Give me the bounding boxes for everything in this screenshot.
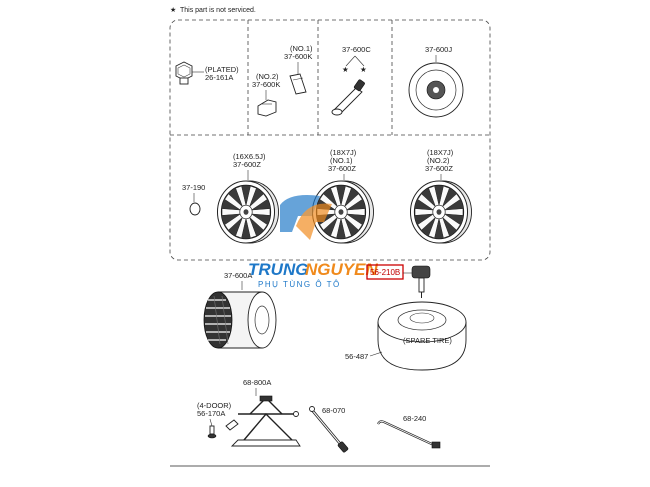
label-56-210b: 56-210B (370, 268, 400, 277)
spare-tire-icon (377, 301, 467, 371)
alloy-wheel-18in-no2-icon (409, 180, 472, 244)
label-plated: (PLATED) (205, 65, 239, 74)
label-wheel3-part: 37-600Z (425, 164, 453, 173)
label-26-161a: 26-161A (205, 73, 233, 82)
label-wheel2-no: (NO.1) (330, 156, 353, 165)
label-68-800a: 68-800A (243, 378, 271, 387)
label-wheel2-part: 37-600Z (328, 164, 356, 173)
watermark-brand-b: NGUYEN (305, 260, 378, 279)
jack-handle-icon (377, 420, 441, 449)
label-wheel3-no: (NO.2) (427, 156, 450, 165)
tire-icon (203, 291, 277, 349)
spare-wheel-icon (408, 62, 464, 118)
label-56-170a: 56-170A (197, 409, 225, 418)
valve-star-icon-2: ★ (360, 65, 367, 74)
label-spare-tire: (SPARE TIRE) (403, 336, 452, 345)
label-37-600k-no1: 37-600K (284, 52, 312, 61)
label-68-070: 68-070 (322, 406, 345, 415)
label-no2-a: (NO.2) (256, 72, 279, 81)
tire-valve-icon (331, 79, 365, 116)
balance-weight-no1-icon (289, 73, 307, 95)
label-wheel2-size: (18X7J) (330, 148, 357, 157)
label-wheel1-part: 37-600Z (233, 160, 261, 169)
balance-weight-no2-icon (257, 99, 277, 117)
valve-star-icon-1: ★ (342, 65, 349, 74)
bolt-icon (207, 425, 217, 439)
label-37-600k-no2: 37-600K (252, 80, 280, 89)
label-68-240: 68-240 (403, 414, 426, 423)
alloy-wheel-16in-icon (216, 180, 279, 244)
label-37-600a: 37-600A (224, 271, 252, 280)
center-cap-icon (189, 202, 201, 216)
highlight-box-56-210b (366, 264, 404, 280)
label-wheel1-size: (16X6.5J) (233, 152, 266, 161)
watermark-logo (280, 195, 332, 240)
not-serviced-star-icon: ★ (170, 6, 176, 14)
label-37-600c: 37-600C (342, 45, 371, 54)
label-37-190: 37-190 (182, 183, 205, 192)
label-37-600j: 37-600J (425, 45, 452, 54)
not-serviced-note: This part is not serviced. (180, 7, 256, 14)
jack-icon (225, 395, 301, 447)
spare-tire-clamp-icon (411, 265, 431, 298)
wheel-group-outline (169, 19, 491, 261)
lug-wrench-icon (309, 406, 349, 453)
label-no1-a: (NO.1) (290, 44, 313, 53)
label-4-door: (4-DOOR) (197, 401, 232, 410)
watermark-brand-a: TRUNG (248, 260, 308, 279)
label-wheel3-size: (18X7J) (427, 148, 454, 157)
label-56-487: 56-487 (345, 352, 368, 361)
lug-nut-icon (175, 61, 193, 85)
watermark-tagline: PHỤ TÙNG Ô TÔ (258, 280, 341, 289)
